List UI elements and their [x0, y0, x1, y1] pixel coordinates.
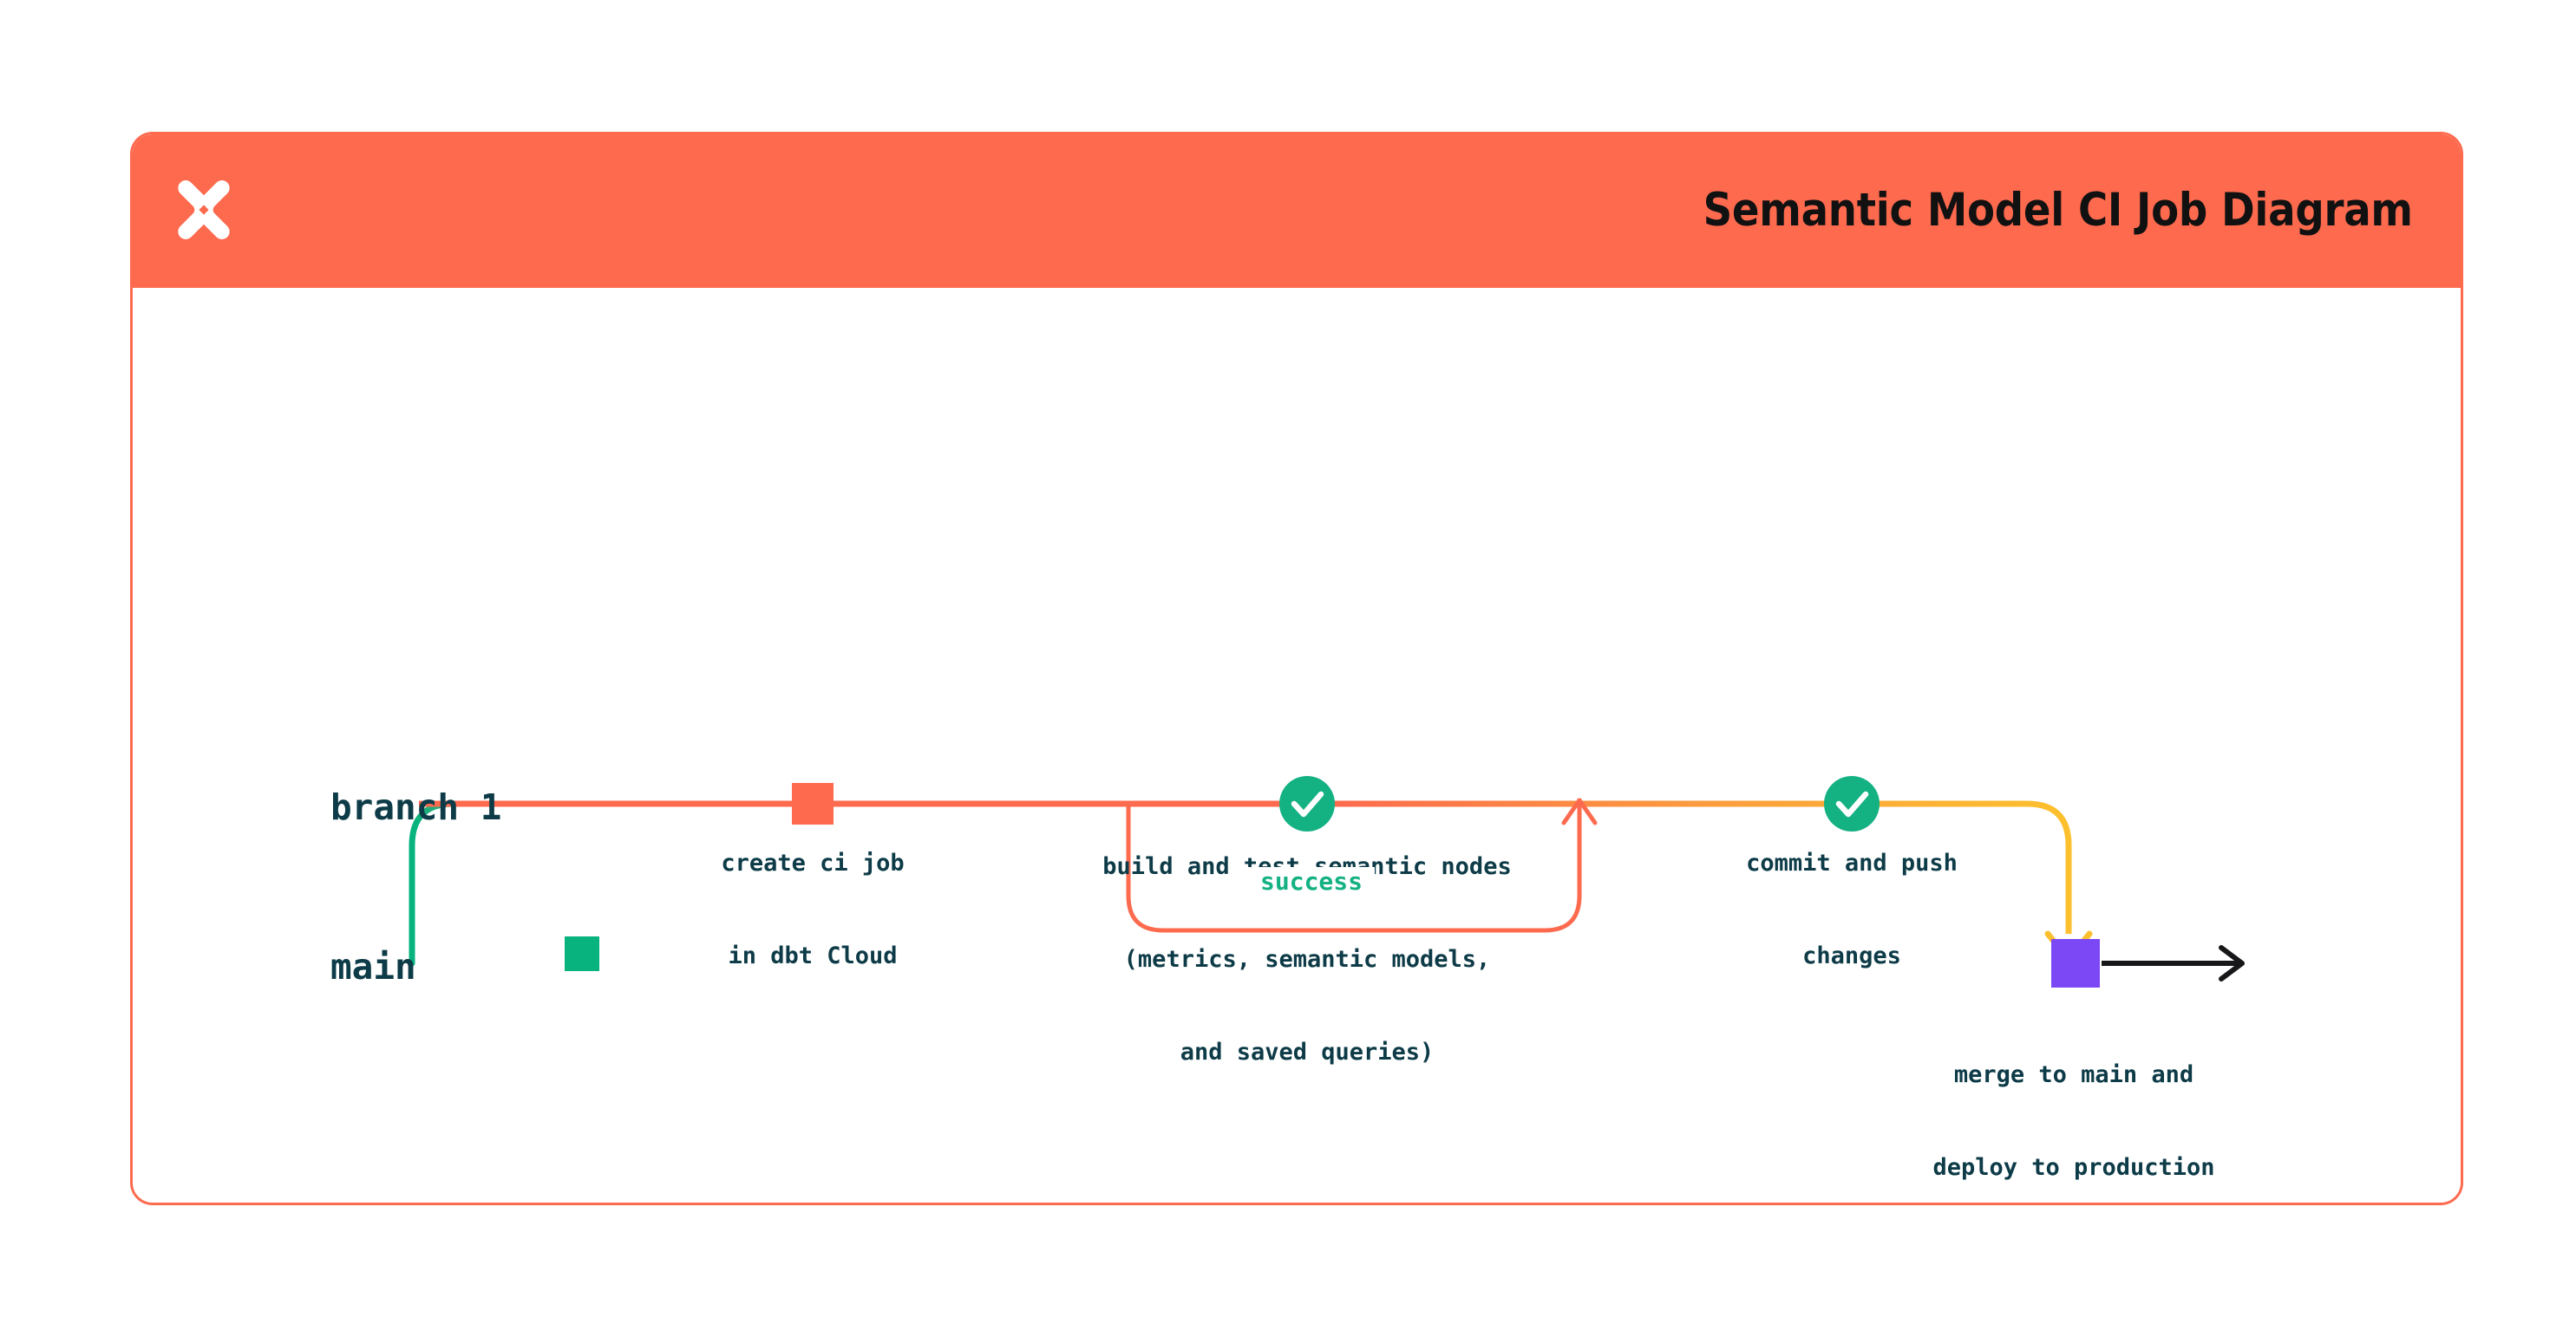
edge-label-success: success — [1248, 867, 1376, 896]
node-caption-commit-and-push: commit and push changes — [1652, 786, 2051, 1034]
node-marker-merge-to-main — [2051, 939, 2100, 988]
dbt-x-logo-icon — [178, 180, 230, 239]
caption-line: merge to main and — [1953, 1061, 2194, 1089]
caption-line: and saved queries) — [1180, 1039, 1435, 1066]
node-caption-merge-to-main: merge to main and deploy to production — [1848, 998, 2299, 1203]
caption-line: changes — [1802, 942, 1901, 970]
caption-line: create ci job — [721, 850, 905, 877]
node-caption-create-ci-job: create ci job in dbt Cloud — [657, 786, 969, 1034]
success-return-arrowhead — [1561, 798, 1598, 825]
page-title: Semantic Model CI Job Diagram — [1703, 183, 2413, 237]
node-marker-build-and-test — [1279, 776, 1335, 832]
branch-1-lane-line — [419, 800, 2072, 934]
main-continue-arrowhead — [2219, 945, 2245, 982]
node-marker-commit-and-push — [1824, 776, 1880, 832]
node-marker-create-ci-job — [792, 783, 834, 825]
branch-flow-graphic — [409, 776, 2245, 988]
success-loop-edge — [1126, 804, 1582, 933]
lane-label-main: main — [330, 946, 416, 988]
diagram-card: Semantic Model CI Job Diagram — [130, 132, 2463, 1205]
node-caption-build-and-test: build and test semantic nodes (metrics, … — [1004, 790, 1611, 1130]
card-header: Semantic Model CI Job Diagram — [133, 134, 2461, 288]
node-marker-main-start — [565, 936, 599, 971]
caption-line: (metrics, semantic models, — [1123, 946, 1491, 974]
lane-label-branch-1: branch 1 — [330, 786, 502, 828]
caption-line: in dbt Cloud — [728, 942, 898, 970]
diagram-body: branch 1 main create ci job in dbt Cloud… — [133, 290, 2461, 1203]
caption-line: commit and push — [1746, 850, 1958, 877]
caption-line: deploy to production — [1932, 1154, 2215, 1182]
